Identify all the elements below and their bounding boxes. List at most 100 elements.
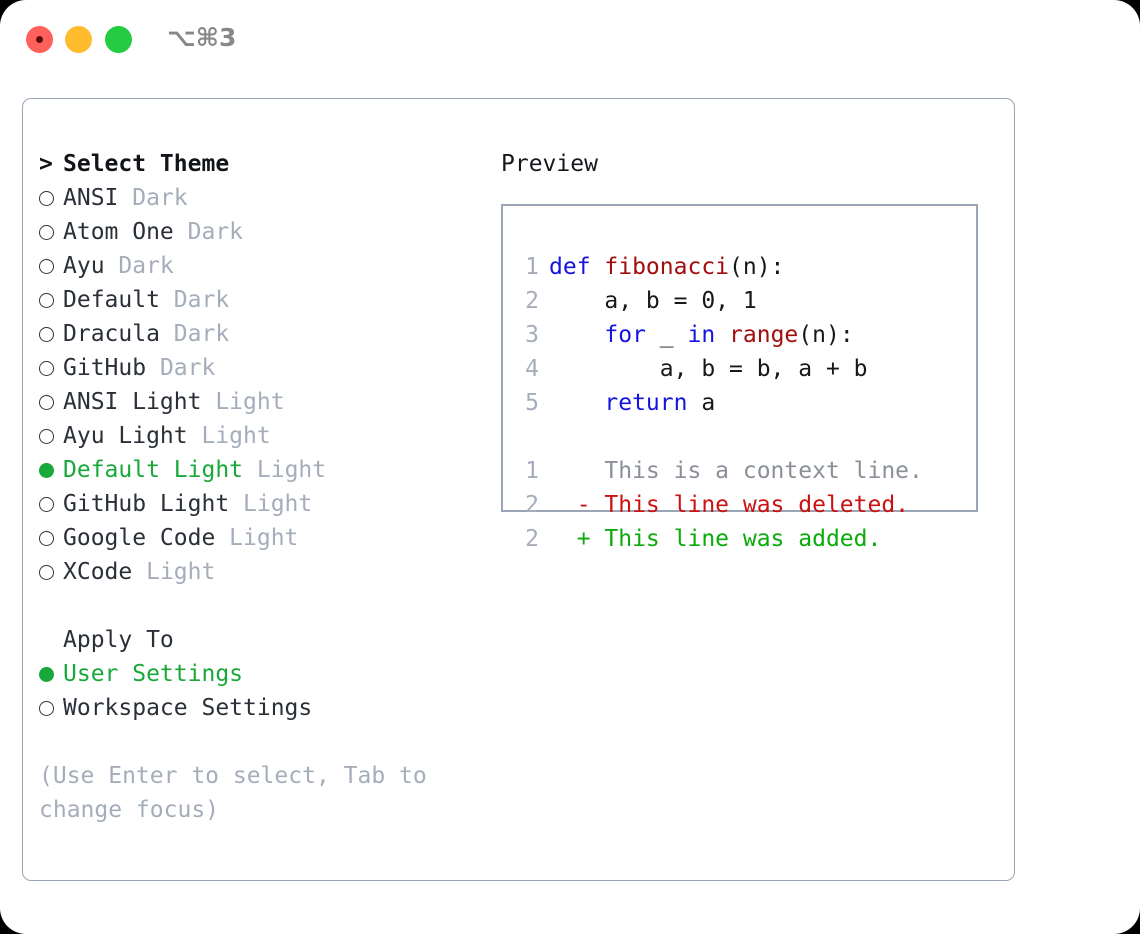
- code-token: _: [645, 322, 688, 348]
- select-theme-heading: > Select Theme: [39, 147, 489, 181]
- apply-to-heading-label: Apply To: [63, 627, 174, 653]
- code-line: 5 return a: [517, 386, 923, 420]
- diff-text: This line was added.: [590, 526, 882, 552]
- theme-name-label: Google Code: [63, 525, 230, 551]
- theme-list-item[interactable]: Dracula Dark: [39, 317, 489, 351]
- code-line: 2 a, b = 0, 1: [517, 284, 923, 318]
- theme-list-item[interactable]: Ayu Dark: [39, 249, 489, 283]
- theme-list-item[interactable]: Atom One Dark: [39, 215, 489, 249]
- code-token: (n):: [798, 322, 854, 348]
- code-line-number: 3: [525, 322, 539, 348]
- radio-glyph: [39, 394, 54, 410]
- code-line: 1 def fibonacci(n):: [517, 250, 923, 284]
- radio-glyph: [39, 326, 54, 342]
- theme-variant-label: Light: [243, 491, 313, 517]
- close-window-button[interactable]: [26, 26, 53, 53]
- apply-to-heading: Apply To: [39, 623, 489, 657]
- theme-name-label: ANSI Light: [63, 389, 216, 415]
- radio-glyph: [39, 360, 54, 376]
- code-token: def: [549, 254, 605, 280]
- radio-glyph: [39, 496, 54, 512]
- theme-variant-label: Dark: [159, 355, 216, 381]
- title-bar: ⌥⌘3: [0, 0, 1140, 78]
- theme-list-item[interactable]: Google Code Light: [39, 521, 489, 555]
- code-token: [715, 322, 729, 348]
- theme-name-label: Ayu: [63, 253, 119, 279]
- radio-glyph: [39, 190, 54, 206]
- diff-marker: [549, 458, 591, 484]
- theme-variant-label: Dark: [173, 287, 230, 313]
- keyboard-hint-text: (Use Enter to select, Tab to change focu…: [39, 763, 427, 823]
- theme-list-item[interactable]: XCode Light: [39, 555, 489, 589]
- theme-name-label: ANSI: [63, 185, 133, 211]
- theme-name-label: Default: [63, 287, 174, 313]
- code-token: [549, 390, 604, 416]
- diff-marker: +: [549, 526, 591, 552]
- radio-glyph: [39, 666, 54, 682]
- diff-line: 2 + This line was added.: [517, 522, 923, 556]
- theme-list-item[interactable]: Default Light Light: [39, 453, 489, 487]
- code-line: 4 a, b = b, a + b: [517, 352, 923, 386]
- select-theme-heading-label: Select Theme: [63, 151, 230, 177]
- diff-marker: -: [549, 492, 591, 518]
- theme-name-label: Ayu Light: [63, 423, 202, 449]
- theme-variant-label: Light: [215, 389, 285, 415]
- code-line-number: 2: [525, 492, 539, 518]
- theme-list-item[interactable]: ANSI Light Light: [39, 385, 489, 419]
- maximize-window-button[interactable]: [105, 26, 132, 53]
- theme-variant-label: Light: [229, 525, 299, 551]
- minimize-window-button[interactable]: [65, 26, 92, 53]
- theme-name-label: GitHub: [63, 355, 160, 381]
- code-token: for: [604, 322, 646, 348]
- radio-glyph: [39, 224, 54, 240]
- theme-variant-label: Light: [256, 457, 327, 483]
- theme-name-label: GitHub Light: [63, 491, 244, 517]
- theme-variant-label: Dark: [118, 253, 174, 279]
- theme-list-item[interactable]: GitHub Dark: [39, 351, 489, 385]
- theme-list-item[interactable]: ANSI Dark: [39, 181, 489, 215]
- caret-right-icon: >: [39, 151, 53, 177]
- code-line-number: 5: [525, 390, 539, 416]
- code-token: (n):: [729, 254, 785, 280]
- code-token: a, b = b, a + b: [549, 356, 868, 382]
- theme-variant-label: Dark: [187, 219, 244, 245]
- code-token: a: [687, 390, 716, 416]
- code-token: in: [687, 322, 716, 348]
- radio-glyph: [39, 292, 54, 308]
- code-token: a, b = 0, 1: [549, 288, 757, 314]
- apply-to-option[interactable]: Workspace Settings: [39, 691, 489, 725]
- code-line-number: 1: [525, 254, 539, 280]
- apply-to-label: Workspace Settings: [63, 695, 313, 721]
- code-line: 3 for _ in range(n):: [517, 318, 923, 352]
- theme-name-label: Dracula: [63, 321, 174, 347]
- theme-list-item[interactable]: Default Dark: [39, 283, 489, 317]
- code-line-number: 2: [525, 526, 539, 552]
- radio-glyph: [39, 530, 54, 546]
- code-token: return: [604, 390, 688, 416]
- apply-to-option[interactable]: User Settings: [39, 657, 489, 691]
- recording-dot-icon: [36, 36, 43, 43]
- diff-line: 1 This is a context line.: [517, 454, 923, 488]
- theme-variant-label: Dark: [132, 185, 188, 211]
- code-token: fibonacci: [604, 254, 730, 280]
- code-token: range: [729, 322, 799, 348]
- theme-list-item[interactable]: GitHub Light Light: [39, 487, 489, 521]
- theme-variant-label: Light: [201, 423, 271, 449]
- radio-glyph: [39, 700, 54, 716]
- radio-glyph: [39, 258, 54, 274]
- theme-list-item[interactable]: Ayu Light Light: [39, 419, 489, 453]
- section-spacer: [39, 589, 489, 623]
- theme-name-label: XCode: [63, 559, 147, 585]
- diff-line: 2 - This line was deleted.: [517, 488, 923, 522]
- theme-name-label: Atom One: [63, 219, 188, 245]
- diff-text: This is a context line.: [590, 458, 923, 484]
- radio-glyph: [39, 428, 54, 444]
- radio-glyph: [39, 462, 54, 478]
- code-line-number: 2: [525, 288, 539, 314]
